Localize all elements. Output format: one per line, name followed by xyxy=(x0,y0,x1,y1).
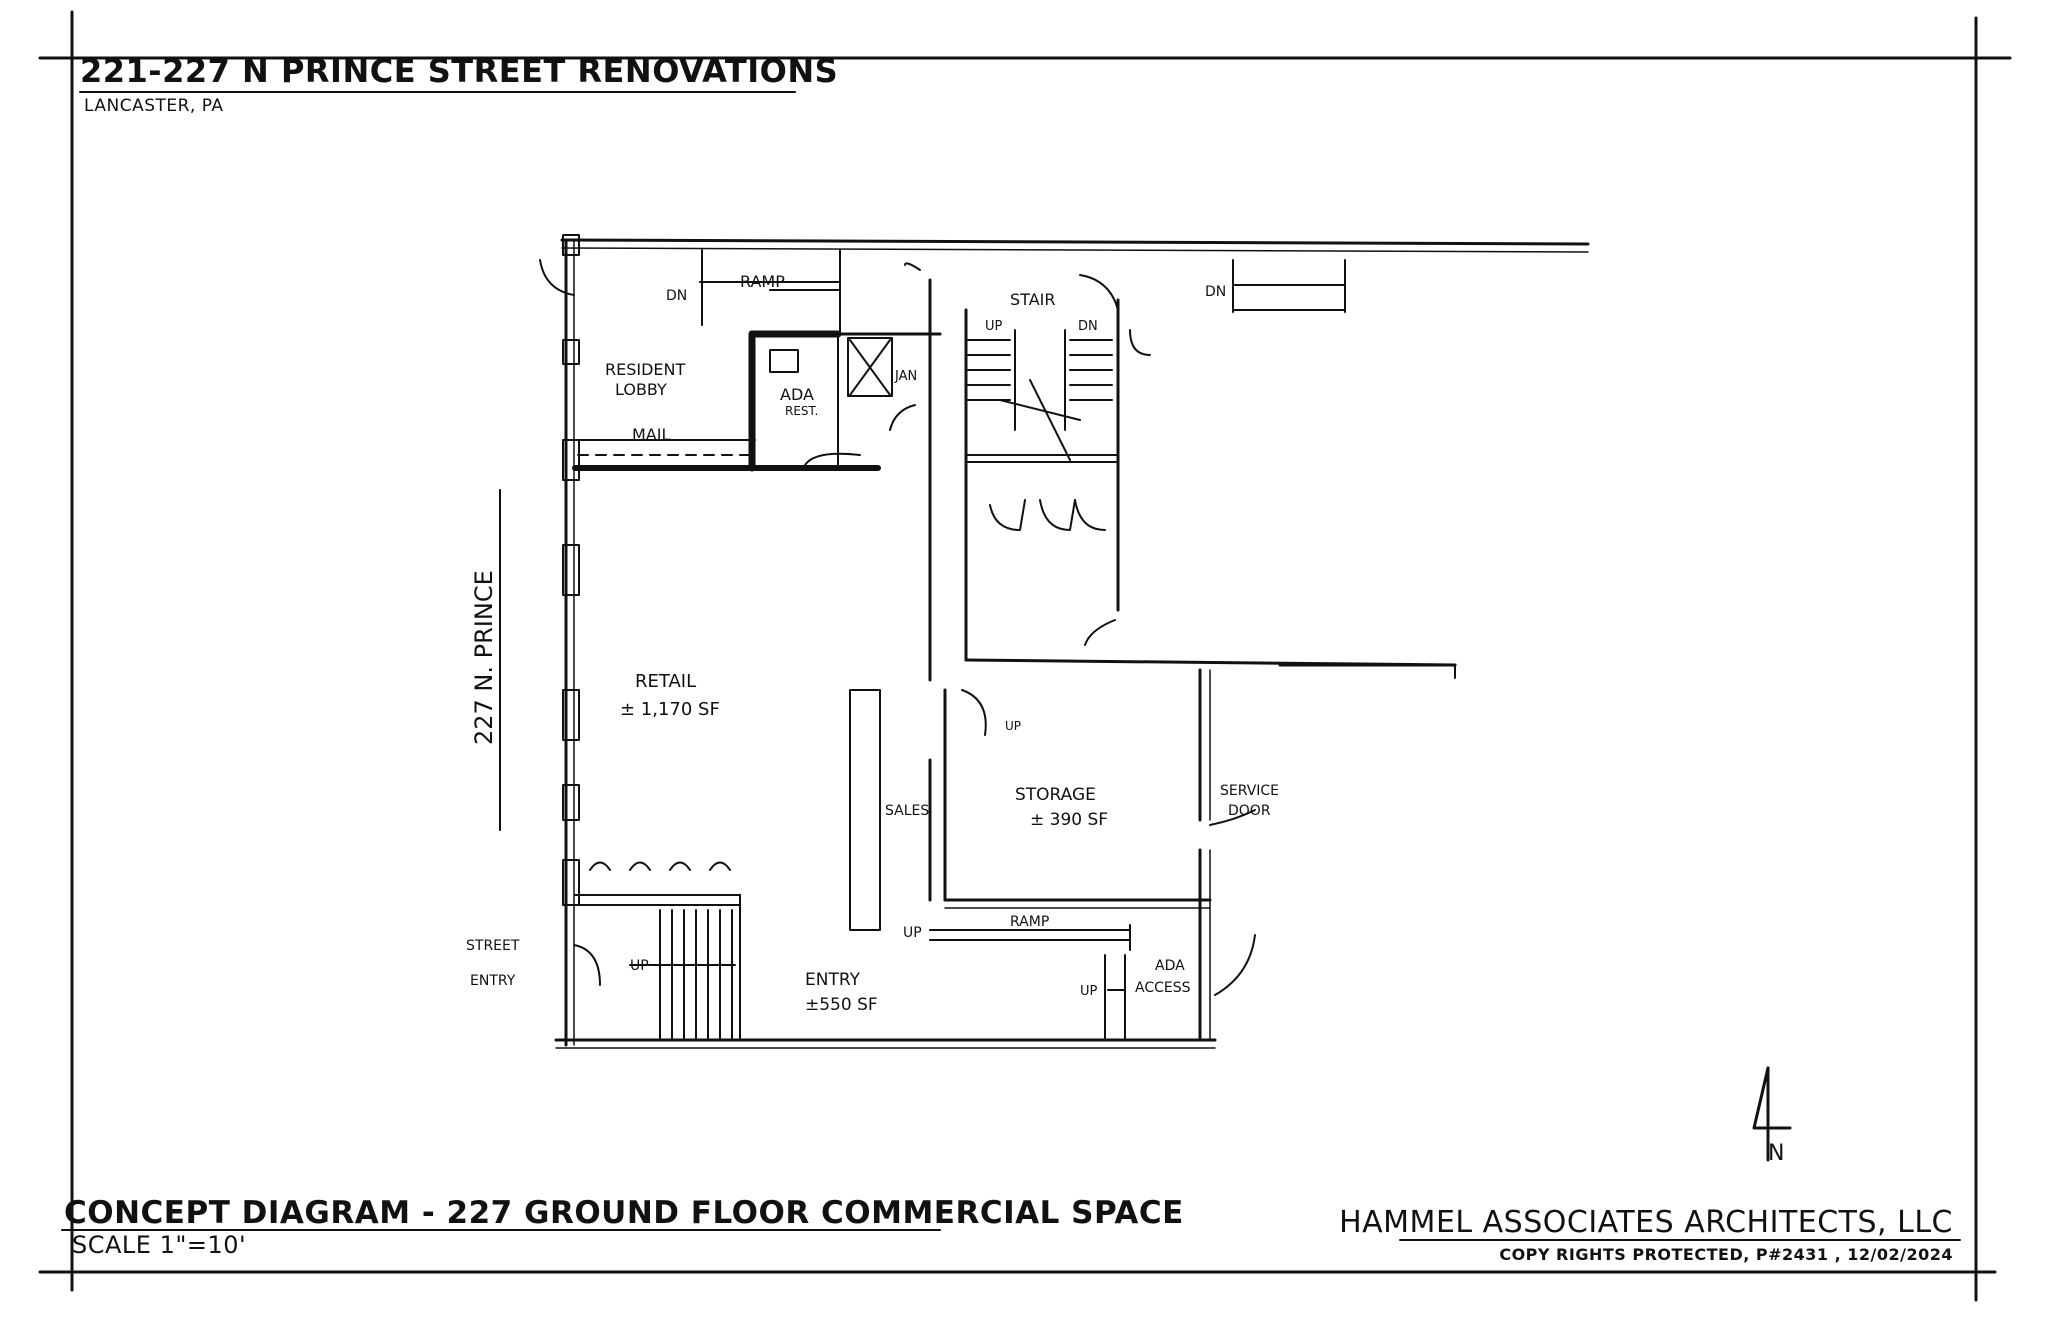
mail-label: MAIL xyxy=(632,425,670,444)
retail-label: RETAIL xyxy=(635,671,696,692)
ramp-lower xyxy=(929,924,1131,1041)
project-title: 221-227 N PRINCE STREET RENOVATIONS xyxy=(80,52,839,90)
ramp-lower-label: RAMP xyxy=(1010,914,1049,930)
janitor-label: JAN xyxy=(894,369,917,384)
storage-up-label: UP xyxy=(1005,719,1021,733)
entry-stair-up-label: UP xyxy=(630,958,649,974)
ramp-top-label: RAMP xyxy=(740,272,785,291)
resident-lobby-label: RESIDENT xyxy=(605,360,686,379)
dn-right-label: DN xyxy=(1205,284,1226,300)
plan-walls xyxy=(554,238,1590,1049)
copyright-notice: COPY RIGHTS PROTECTED, P#2431 , 12/02/20… xyxy=(1499,1245,1953,1264)
plan-labels: 227 N. PRINCE RAMP DN DN STAIR UP DN JAN… xyxy=(466,272,1784,1166)
doors xyxy=(539,259,1256,996)
restroom-fixtures xyxy=(769,337,893,397)
north-arrow xyxy=(1752,1066,1792,1162)
street-seating xyxy=(574,861,741,906)
street-name: 227 N. PRINCE xyxy=(470,570,498,745)
north-label: N xyxy=(1768,1141,1784,1166)
storage-label: STORAGE xyxy=(1015,785,1096,805)
entry-label: ENTRY xyxy=(805,970,861,990)
resident-lobby-label-2: LOBBY xyxy=(615,380,667,399)
street-windows xyxy=(562,234,580,906)
stair xyxy=(967,329,1113,461)
stair-dn-label: DN xyxy=(1078,319,1098,334)
ada-restroom-label: ADA xyxy=(780,385,814,404)
mail-wall xyxy=(577,439,756,456)
retail-area: ± 1,170 SF xyxy=(620,699,720,720)
ada-restroom-label-2: REST. xyxy=(785,404,818,418)
firm-name: HAMMEL ASSOCIATES ARCHITECTS, LLC xyxy=(1339,1205,1953,1240)
diagram-scale: SCALE 1"=10' xyxy=(72,1231,247,1259)
diagram-title: CONCEPT DIAGRAM - 227 GROUND FLOOR COMME… xyxy=(64,1195,1184,1231)
storage-area: ± 390 SF xyxy=(1030,810,1108,830)
stair-up-label: UP xyxy=(985,319,1003,334)
ada-access-label: ADA xyxy=(1155,958,1185,974)
entry-stair xyxy=(629,894,741,1041)
project-location: LANCASTER, PA xyxy=(84,96,224,116)
stair-label: STAIR xyxy=(1010,290,1055,309)
sheet-border xyxy=(38,10,2012,1302)
sales-label: SALES xyxy=(885,803,929,819)
service-door-label-2: DOOR xyxy=(1228,803,1271,819)
dn-left-label: DN xyxy=(666,288,687,304)
ada-up-label: UP xyxy=(1080,984,1098,999)
street-entry-label-2: ENTRY xyxy=(470,973,516,989)
service-door-label: SERVICE xyxy=(1220,783,1279,799)
ada-access-label-2: ACCESS xyxy=(1135,980,1191,996)
street-entry-label: STREET xyxy=(466,938,520,954)
ramp-top xyxy=(699,249,1346,336)
ramp-up-label: UP xyxy=(903,925,922,941)
entry-area: ±550 SF xyxy=(805,995,878,1015)
